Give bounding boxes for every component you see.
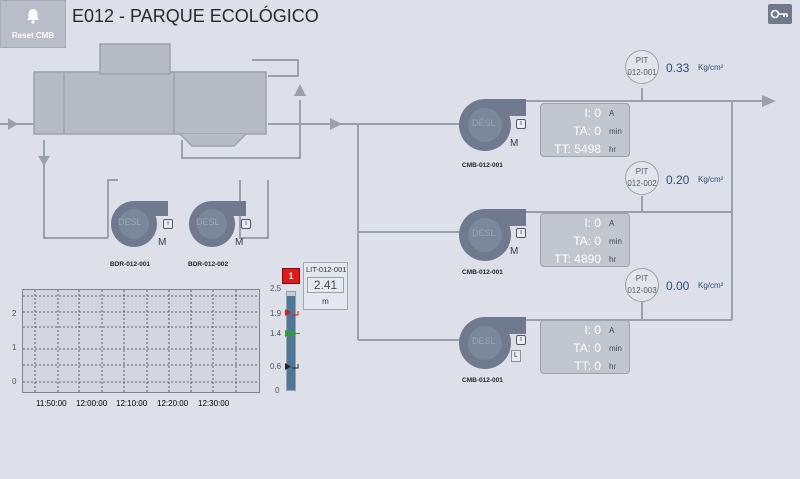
tank — [33, 43, 267, 147]
pump-cmb-2[interactable] — [452, 202, 532, 264]
trend-y-tick: 0 — [12, 377, 17, 386]
level-alarm-badge[interactable]: 1 — [282, 268, 300, 284]
pit-012-002[interactable]: PIT 012-002 — [625, 161, 659, 195]
info-icon[interactable]: i — [516, 335, 526, 345]
trend-y-tick: 2 — [12, 309, 17, 318]
pit-3-value: 0.00 — [666, 279, 690, 293]
pit-tag: PIT — [635, 274, 649, 283]
tt-unit: hr — [609, 145, 617, 154]
pump-3-stats: I: 0 A TA: 0 min TT: 0 hr — [540, 320, 630, 374]
current-value: I: 0 — [584, 323, 601, 337]
level-bar — [286, 291, 296, 391]
trend-chart[interactable] — [22, 289, 260, 393]
blower-1-mode: M — [158, 237, 167, 248]
page-title: E012 - PARQUE ECOLÓGICO — [72, 6, 319, 26]
trend-x-tick: 12:10:00 — [116, 399, 148, 408]
level-scale-h: 1.4 — [270, 329, 282, 338]
level-scale-hh: 1.9 — [270, 309, 282, 318]
pump-1-state: DESL — [472, 118, 496, 128]
blower-1-label: BDR-012-001 — [110, 261, 151, 268]
ta-unit: min — [609, 344, 622, 353]
pump-2-label: CMB-012-001 — [462, 269, 503, 276]
pump-1-label: CMB-012-001 — [462, 162, 503, 169]
pump-3-label: CMB-012-001 — [462, 377, 503, 384]
pit-1-value: 0.33 — [666, 61, 690, 75]
level-unit: m — [322, 297, 329, 306]
trend-x-tick: 12:30:00 — [198, 399, 230, 408]
tt-value: TT: 0 — [574, 359, 601, 373]
trend-x-tick: 11:50:00 — [36, 399, 67, 408]
info-icon[interactable]: i — [516, 228, 526, 238]
blower-1-state: DESL — [118, 217, 142, 227]
level-value: 2.41 — [307, 277, 344, 293]
pit-2-unit: Kg/cm² — [698, 175, 724, 184]
current-value: I: 0 — [584, 106, 601, 120]
blower-2-mode: M — [235, 237, 244, 248]
pump-2-state: DESL — [472, 228, 496, 238]
info-icon[interactable]: i — [163, 219, 173, 229]
blower-2-state: DESL — [196, 217, 220, 227]
tt-unit: hr — [609, 255, 617, 264]
reset-cmb-label: Reset CMB — [11, 31, 55, 40]
trend-grid — [23, 290, 259, 392]
key-icon — [770, 9, 788, 19]
key-button[interactable] — [768, 4, 792, 24]
level-scale-max: 2.5 — [270, 284, 282, 293]
pump-cmb-1[interactable] — [452, 92, 532, 154]
pump-1-stats: I: 0 A TA: 0 min TT: 5498 hr — [540, 103, 630, 157]
pit-id: 012-001 — [627, 68, 657, 77]
pit-3-unit: Kg/cm² — [698, 281, 724, 290]
blower-bdr-012-002[interactable] — [182, 194, 254, 250]
level-setpoints — [285, 309, 300, 370]
bell-icon — [27, 9, 39, 24]
pump-cmb-3[interactable] — [452, 310, 532, 372]
pit-tag: PIT — [635, 56, 649, 65]
ta-unit: min — [609, 237, 622, 246]
ta-value: TA: 0 — [573, 341, 601, 355]
level-scale-min: 0 — [275, 386, 280, 395]
tt-value: TT: 4890 — [554, 252, 601, 266]
ta-unit: min — [609, 127, 622, 136]
current-value: I: 0 — [584, 216, 601, 230]
tt-value: TT: 5498 — [554, 142, 601, 156]
info-icon[interactable]: i — [516, 119, 526, 129]
pump-2-mode: M — [510, 246, 519, 257]
pump-3-state: DESL — [472, 336, 496, 346]
blower-2-label: BDR-012-002 — [188, 261, 229, 268]
reset-cmb-button[interactable]: Reset CMB — [0, 0, 66, 48]
pump-1-mode: M — [510, 138, 519, 149]
ta-value: TA: 0 — [573, 124, 601, 138]
flow-arrows — [8, 84, 776, 166]
level-fill — [287, 295, 295, 390]
level-scale-l: 0.6 — [270, 362, 282, 371]
current-unit: A — [609, 109, 615, 118]
blower-bdr-012-001[interactable] — [104, 194, 176, 250]
pit-2-value: 0.20 — [666, 173, 690, 187]
pit-id: 012-002 — [627, 179, 657, 188]
info-icon[interactable]: i — [241, 219, 251, 229]
trend-y-tick: 1 — [12, 343, 17, 352]
pump-3-mode: L — [511, 350, 521, 362]
current-unit: A — [609, 219, 615, 228]
tt-unit: hr — [609, 362, 617, 371]
pit-id: 012-003 — [627, 286, 657, 295]
pit-012-001[interactable]: PIT 012-001 — [625, 50, 659, 84]
current-unit: A — [609, 326, 615, 335]
pit-tag: PIT — [635, 167, 649, 176]
ta-value: TA: 0 — [573, 234, 601, 248]
level-transmitter-box[interactable]: LIT-012-001 2.41 m — [303, 262, 348, 310]
level-tag: LIT-012-001 — [306, 265, 347, 274]
pump-2-stats: I: 0 A TA: 0 min TT: 4890 hr — [540, 213, 630, 267]
pit-012-003[interactable]: PIT 012-003 — [625, 268, 659, 302]
trend-x-tick: 12:00:00 — [76, 399, 108, 408]
pit-1-unit: Kg/cm² — [698, 63, 724, 72]
trend-x-tick: 12:20:00 — [157, 399, 189, 408]
